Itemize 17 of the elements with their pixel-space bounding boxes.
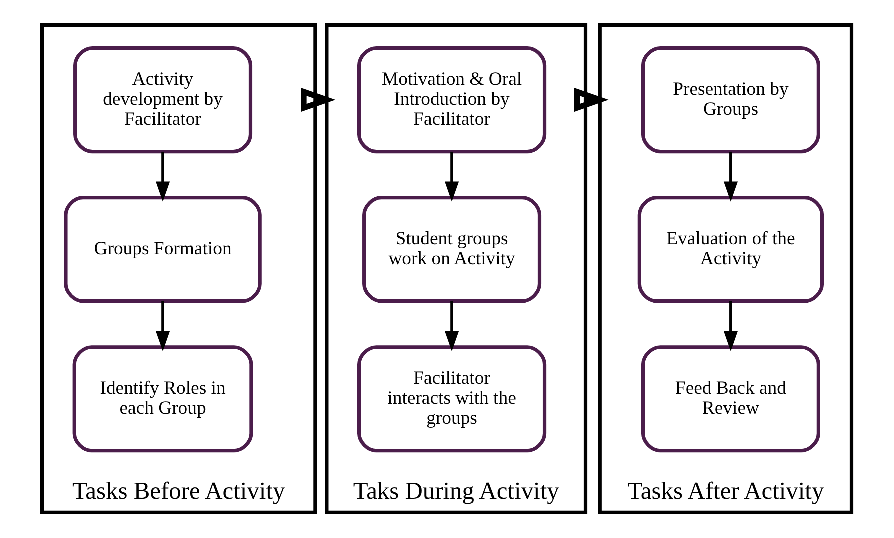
node-box: Evaluation of the Activity — [638, 196, 824, 304]
node-box: Presentation by Groups — [641, 46, 820, 154]
node-box: Facilitator interacts with the groups — [358, 346, 547, 453]
arrow — [724, 152, 738, 202]
node-box: Identify Roles in each Group — [72, 346, 254, 453]
arrow — [301, 88, 336, 112]
node-box: Activity development by Facilitator — [74, 46, 253, 154]
node-box: Motivation & Oral Introduction by Facilitator — [358, 46, 547, 154]
arrow — [444, 302, 460, 352]
node-box: Groups Formation — [64, 196, 262, 304]
arrow — [156, 152, 170, 202]
arrow — [724, 302, 738, 352]
arrow — [574, 88, 609, 112]
arrow — [156, 302, 170, 352]
node-box: Feed Back and Review — [641, 346, 820, 453]
arrow — [444, 152, 460, 202]
node-box: Student groups work on Activity — [362, 196, 542, 304]
